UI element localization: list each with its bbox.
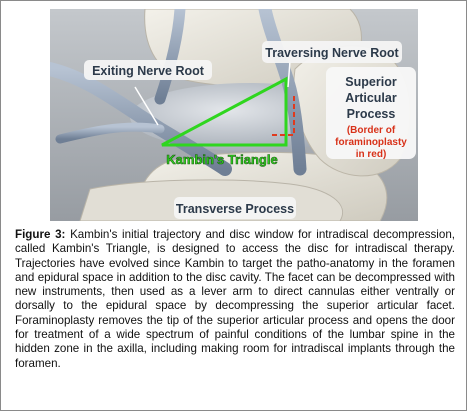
traversing-nerve-root — [258, 9, 307, 176]
label-transverse-process: Transverse Process — [176, 202, 294, 216]
label-traversing-nerve-root: Traversing Nerve Root — [265, 46, 399, 60]
figure-caption: Figure 3: Kambin's initial trajectory an… — [15, 228, 455, 371]
label-bg-sap — [326, 67, 416, 159]
caption-text: Kambin's initial trajectory and disc win… — [15, 228, 455, 370]
foraminoplasty-border — [272, 95, 295, 136]
pointer-traversing-root — [287, 60, 291, 88]
label-exiting-nerve-root: Exiting Nerve Root — [92, 64, 205, 78]
kambins-triangle-outline — [161, 76, 288, 147]
note-border-line2: foraminoplasty — [335, 137, 407, 148]
pointer-exiting-root — [134, 86, 159, 126]
anatomy-illustration: Exiting Nerve Root Traversing Nerve Root… — [50, 9, 418, 221]
label-bg-exiting — [84, 60, 212, 80]
exiting-nerve-root-branch — [55, 122, 165, 144]
label-bg-transverse — [174, 197, 296, 219]
caption-label: Figure 3: — [15, 228, 66, 241]
label-sap-line3: Process — [347, 107, 396, 121]
label-bg-traversing — [262, 41, 402, 63]
label-kambins-triangle: Kambin's Triangle — [166, 152, 277, 167]
nerve-branch-top — [154, 9, 186, 105]
note-border-line3: in red) — [356, 149, 387, 160]
label-sap-line1: Superior — [345, 75, 397, 89]
label-sap-line2: Articular — [345, 91, 397, 105]
note-border-line1: (Border of — [347, 125, 396, 136]
